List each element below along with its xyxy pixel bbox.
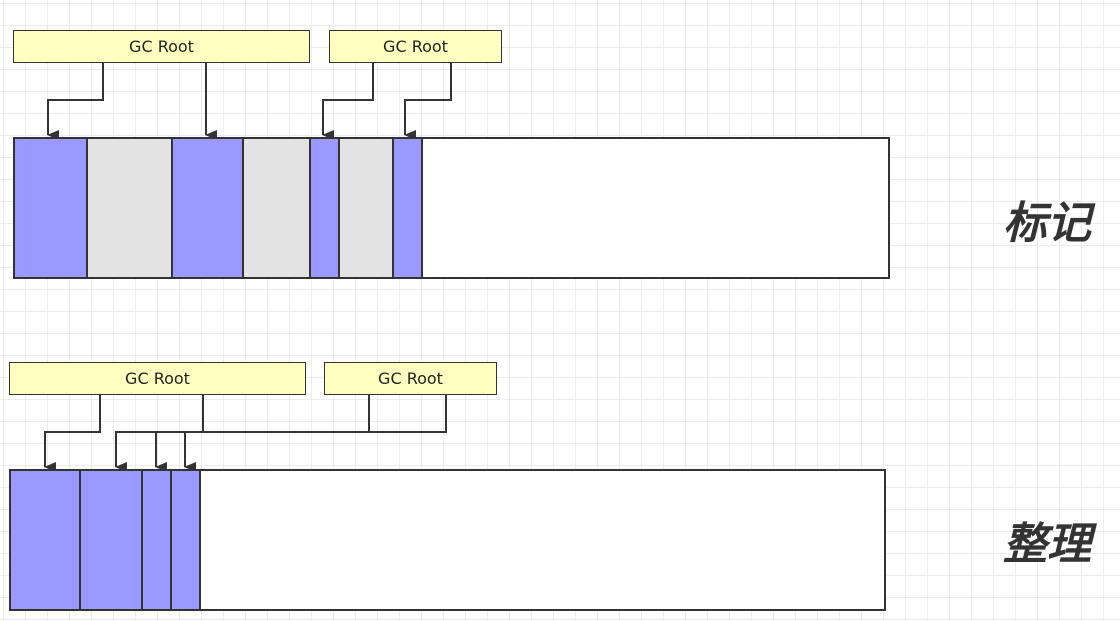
compact-reference-arrow-1 <box>44 395 101 472</box>
live-object-block <box>11 471 81 609</box>
live-object-block <box>172 471 201 609</box>
compact-reference-arrow-4 <box>115 395 447 472</box>
gc-root-box: GC Root <box>9 362 306 395</box>
heap-memory-mark <box>13 137 890 279</box>
live-object-block <box>15 139 88 277</box>
live-object-block <box>81 471 143 609</box>
gc-root-box: GC Root <box>329 30 502 63</box>
live-object-block <box>311 139 340 277</box>
gc-root-box: GC Root <box>13 30 310 63</box>
mark-reference-arrow-1 <box>47 63 104 140</box>
garbage-object-block <box>88 139 173 277</box>
compact-reference-arrow-3 <box>155 431 185 472</box>
phase-label-mark: 标记 <box>1003 198 1091 249</box>
mark-reference-arrow-3 <box>322 63 374 140</box>
live-object-block <box>143 471 172 609</box>
phase-label-compact: 整理 <box>1003 519 1091 570</box>
live-object-block <box>394 139 423 277</box>
gc-root-box: GC Root <box>324 362 497 395</box>
heap-memory-compact <box>9 469 886 611</box>
live-object-block <box>173 139 244 277</box>
garbage-object-block <box>244 139 311 277</box>
mark-reference-arrow-4 <box>404 63 452 140</box>
garbage-object-block <box>340 139 394 277</box>
